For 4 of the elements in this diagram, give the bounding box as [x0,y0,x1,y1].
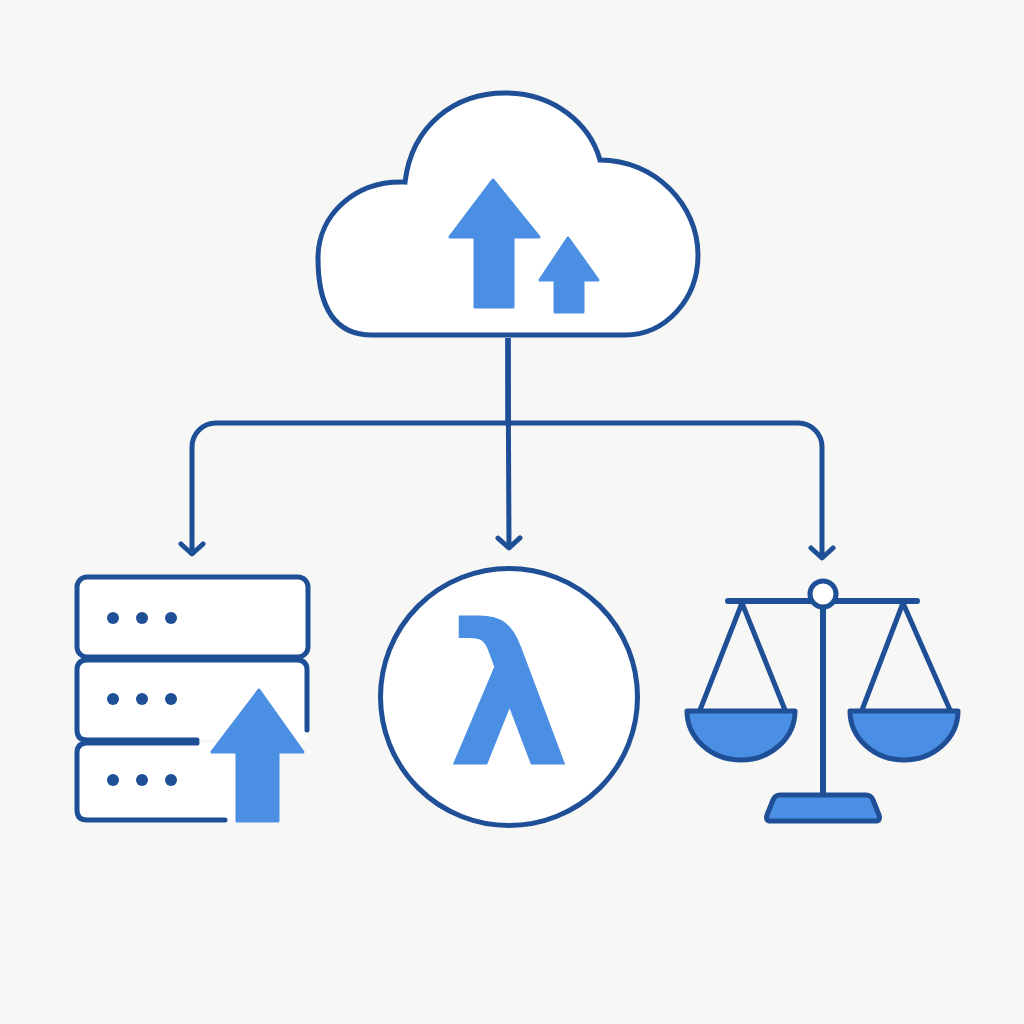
arrow [505,338,836,561]
lambda-symbol: λ [447,599,571,795]
balance-scale-icon [682,576,962,826]
server-upload-icon [72,572,312,826]
